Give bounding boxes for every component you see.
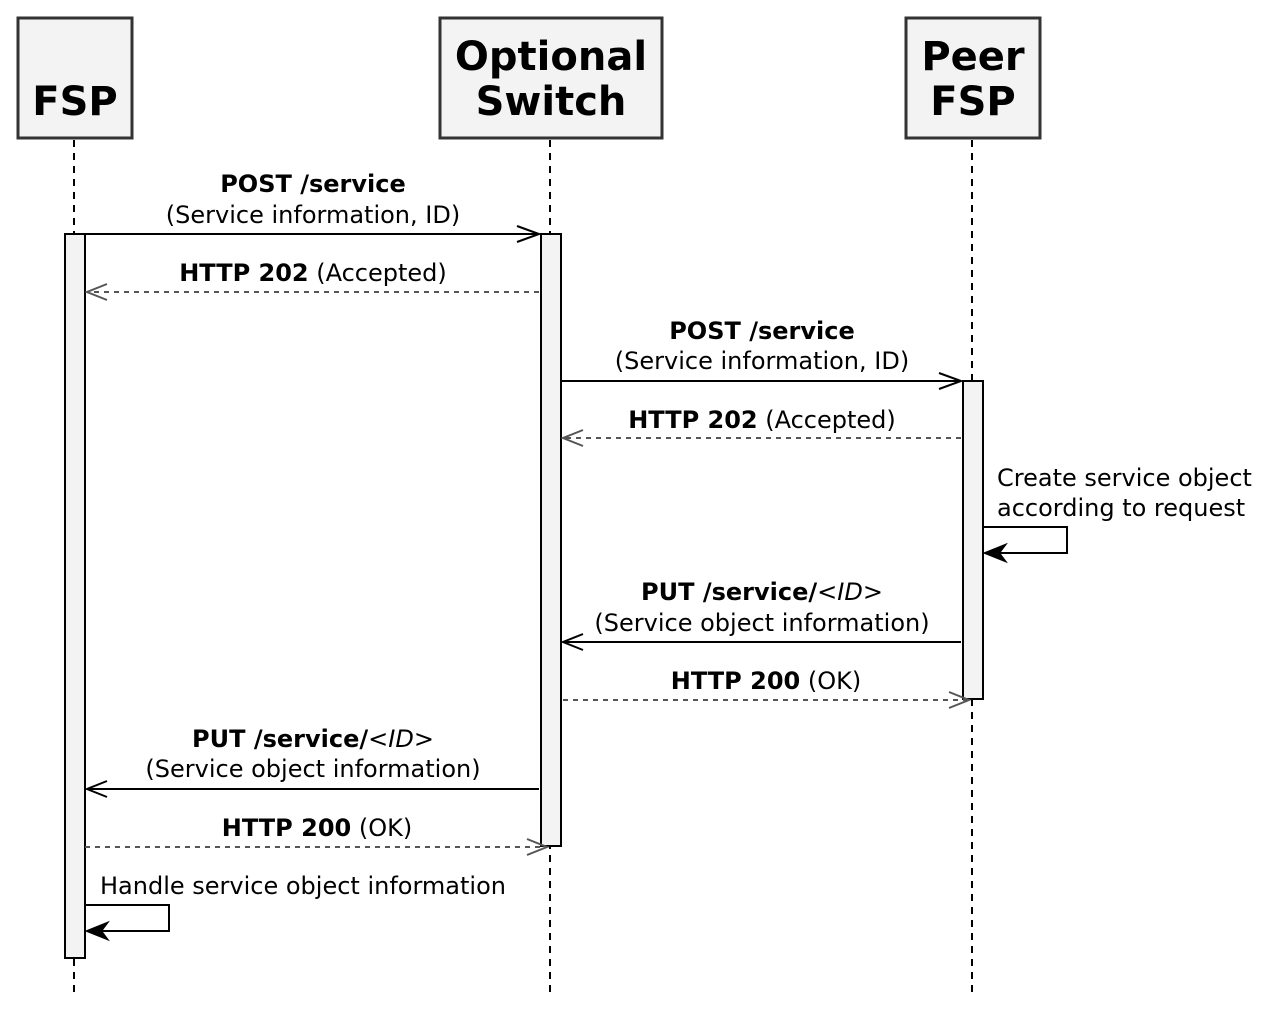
message-create-service-object-self: Create service object according to reque… [982,464,1252,564]
arrowhead [982,542,1008,564]
message-label-detail: (Service information, ID) [166,201,460,229]
arrowhead [560,429,584,447]
message-put-service-to-switch: PUT /service/<ID> (Service object inform… [560,578,961,651]
message-label-text: Handle service object information [100,872,506,900]
participant-fsp-line2: FSP [32,79,117,125]
message-label-method: PUT /service/<ID> [192,725,434,753]
participant-switch-line1: Optional [455,34,647,80]
message-label-method: POST /service [220,170,406,198]
arrowhead [948,691,972,709]
activation-peer [962,380,984,700]
message-post-service-to-peer: POST /service (Service information, ID) [561,317,964,390]
message-put-service-to-fsp: PUT /service/<ID> (Service object inform… [84,725,539,798]
message-label-detail: (Service object information) [145,755,480,783]
message-label-line2: according to request [997,494,1245,522]
message-http-200-to-peer: HTTP 200 (OK) [563,667,972,709]
self-loop-line [85,904,170,932]
message-label-line1: Create service object [997,464,1252,492]
message-label-status: HTTP 200 (OK) [671,667,861,695]
message-http-202-to-switch: HTTP 202 (Accepted) [560,406,961,447]
arrowhead [84,780,108,798]
message-label-method: POST /service [669,317,855,345]
participant-peer-line1: Peer [921,34,1025,80]
arrowhead [516,225,542,243]
activation-switch [540,233,562,847]
arrowhead [938,372,964,390]
message-handle-service-object-self: Handle service object information [84,872,506,942]
message-http-202-to-fsp: HTTP 202 (Accepted) [84,259,539,301]
participant-fsp: FSP [16,16,134,140]
self-loop-line [983,526,1068,554]
message-http-200-to-switch: HTTP 200 (OK) [85,814,550,856]
arrowhead [526,838,550,856]
message-label-method: PUT /service/<ID> [641,578,883,606]
arrowhead [84,920,110,942]
message-label-status: HTTP 202 (Accepted) [628,406,896,434]
participant-switch: Optional Switch [438,16,664,140]
message-label-status: HTTP 202 (Accepted) [179,259,447,287]
message-label-status: HTTP 200 (OK) [222,814,412,842]
arrowhead [560,633,584,651]
message-label-detail: (Service object information) [594,609,929,637]
participant-peer-line2: FSP [930,79,1015,125]
participant-switch-line2: Switch [476,79,627,125]
arrowhead [84,283,108,301]
message-label-detail: (Service information, ID) [615,347,909,375]
participant-peer: Peer FSP [904,16,1042,140]
message-post-service-to-switch: POST /service (Service information, ID) [85,170,542,243]
activation-fsp [64,233,86,959]
